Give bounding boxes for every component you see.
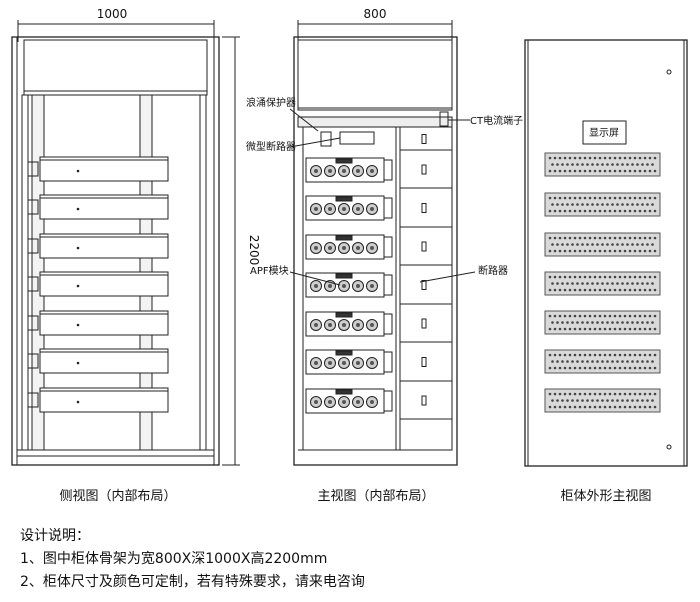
front-view <box>222 20 476 466</box>
front-view-caption: 主视图（内部布局） <box>317 488 434 504</box>
side-module <box>39 387 169 413</box>
side-bracket <box>27 238 39 254</box>
breaker-handle <box>421 318 427 329</box>
design-notes: 设计说明： 1、图中柜体骨架为宽800X深1000X高2200mm 2、柜体尺寸… <box>20 525 365 594</box>
notes-title: 设计说明： <box>20 528 90 544</box>
side-module <box>39 156 169 182</box>
breaker-label: 断路器 <box>478 264 508 277</box>
side-bracket <box>27 392 39 408</box>
note-item-1: 1、图中柜体骨架为宽800X深1000X高2200mm <box>20 551 328 567</box>
side-module <box>39 348 169 374</box>
side-bracket <box>27 353 39 369</box>
display-label: 显示屏 <box>589 127 619 139</box>
front-width-label: 800 <box>364 7 387 21</box>
breaker-handle <box>421 203 427 213</box>
height-label: 2200 <box>247 235 261 266</box>
side-module <box>39 233 169 259</box>
ct-terminal-label: CT电流端子 <box>470 114 523 127</box>
breaker-handle <box>421 241 427 252</box>
side-bracket <box>27 276 39 292</box>
side-module <box>39 194 169 220</box>
note-item-2: 2、柜体尺寸及颜色可定制，若有特殊要求，请来电咨询 <box>20 574 365 590</box>
surge-protector-label: 浪涌保护器 <box>246 96 296 109</box>
mcb-label: 微型断路器 <box>246 140 296 153</box>
breaker-handle <box>421 357 427 367</box>
breaker-handle <box>421 164 427 175</box>
side-module <box>39 271 169 297</box>
side-view-caption: 侧视图（内部布局） <box>59 488 176 504</box>
side-width-label: 1000 <box>97 7 128 21</box>
side-bracket <box>27 315 39 331</box>
breaker-panel <box>399 418 453 451</box>
breaker-handle <box>421 134 427 144</box>
side-bracket <box>27 199 39 215</box>
breaker-handle <box>421 395 427 406</box>
exterior-view <box>524 39 688 467</box>
exterior-view-caption: 柜体外形主视图 <box>560 489 651 504</box>
breaker-handle <box>421 280 427 290</box>
side-module <box>39 310 169 336</box>
apf-module-label: APF模块 <box>250 265 289 277</box>
side-view <box>11 20 220 466</box>
side-bracket <box>27 161 39 177</box>
